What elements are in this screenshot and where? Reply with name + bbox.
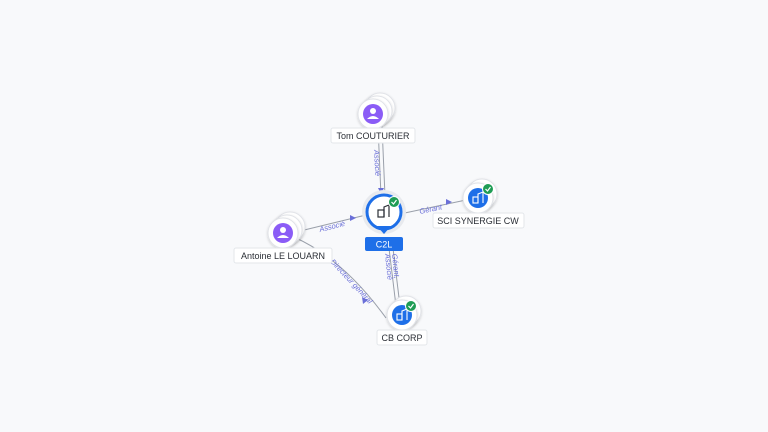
verified-check-icon	[405, 300, 417, 312]
pin-pointer	[377, 226, 391, 234]
node-c2l[interactable]: C2L	[362, 190, 406, 251]
node-sci-synergie-cw[interactable]: SCI SYNERGIE CW	[432, 178, 525, 229]
user-icon	[273, 223, 293, 243]
edge-label-c2l-cb-2: Associé	[383, 252, 395, 280]
edge-antoine-c2l[interactable]: Associé	[295, 214, 367, 234]
verified-check-icon	[388, 196, 400, 208]
node-antoine-le-louarn[interactable]: Antoine LE LOUARN	[233, 211, 333, 264]
edge-label-tom-c2l: Associé	[372, 149, 382, 177]
edge-arrow	[350, 215, 356, 221]
node-label: Tom COUTURIER	[336, 131, 410, 141]
node-cb-corp[interactable]: CB CORP	[376, 295, 428, 346]
building-icon	[468, 188, 488, 208]
node-label: Antoine LE LOUARN	[241, 251, 325, 261]
node-label: SCI SYNERGIE CW	[437, 216, 519, 226]
building-icon	[377, 204, 390, 218]
edge-arrow	[362, 297, 368, 304]
edge-label-c2l-cb-1: Gérant,	[390, 253, 402, 279]
node-tom-couturier[interactable]: Tom COUTURIER	[330, 92, 416, 144]
edge-arrow	[446, 199, 452, 205]
node-label: C2L	[376, 240, 393, 250]
user-icon	[363, 104, 383, 124]
node-label: CB CORP	[381, 333, 422, 343]
edge-label-antoine-cb: Directeur général	[329, 257, 375, 305]
edge-label-antoine-c2l: Associé	[317, 219, 346, 234]
verified-check-icon	[482, 183, 494, 195]
